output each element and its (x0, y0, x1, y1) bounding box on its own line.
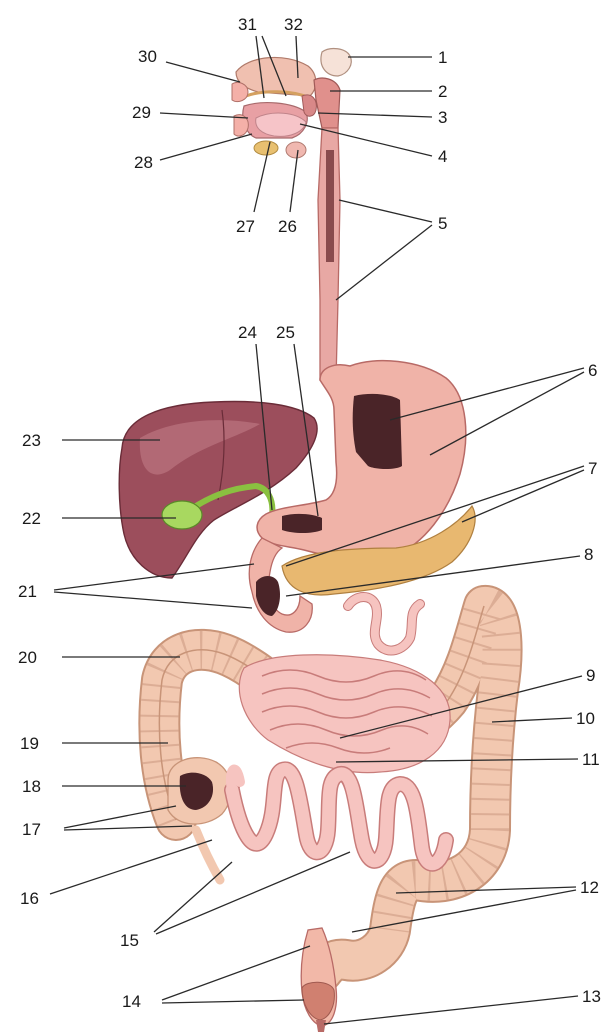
label-17: 17 (22, 820, 41, 839)
label-30: 30 (138, 47, 157, 66)
label-13: 13 (582, 987, 601, 1006)
pylorus-lumen (282, 514, 322, 533)
esophagus (318, 128, 340, 380)
appendix (196, 830, 220, 880)
label-25: 25 (276, 323, 295, 342)
leader-5a (339, 200, 432, 222)
label-1: 1 (438, 48, 447, 67)
label-15: 15 (120, 931, 139, 950)
label-14: 14 (122, 992, 141, 1011)
label-32: 32 (284, 15, 303, 34)
upper-lip (232, 82, 248, 101)
pharynx (314, 78, 340, 128)
label-4: 4 (438, 147, 447, 166)
label-5: 5 (438, 214, 447, 233)
gallbladder (162, 501, 202, 529)
label-28: 28 (134, 153, 153, 172)
leader-26 (290, 150, 298, 212)
label-16: 16 (20, 889, 39, 908)
label-11: 11 (582, 750, 600, 769)
soft-palate (302, 95, 316, 116)
label-10: 10 (576, 709, 595, 728)
leader-4 (300, 124, 432, 156)
anal-canal (316, 1020, 326, 1032)
label-26: 26 (278, 217, 297, 236)
label-23: 23 (22, 431, 41, 450)
leader-5b (336, 225, 432, 300)
small-intestine (231, 597, 450, 864)
salivary-gland-sublingual (254, 141, 278, 155)
parotid-gland (321, 49, 351, 76)
label-3: 3 (438, 108, 447, 127)
label-31: 31 (238, 15, 257, 34)
label-22: 22 (22, 509, 41, 528)
label-12: 12 (580, 878, 599, 897)
leader-15b (156, 852, 350, 934)
leader-28 (160, 134, 252, 160)
leader-30 (166, 62, 240, 82)
leader-14a (162, 946, 310, 1000)
label-18: 18 (22, 777, 41, 796)
label-8: 8 (584, 545, 593, 564)
label-29: 29 (132, 103, 151, 122)
leader-21b (54, 592, 252, 608)
leader-15a (154, 862, 232, 932)
leader-7b (462, 470, 584, 522)
label-2: 2 (438, 82, 447, 101)
label-6: 6 (588, 361, 597, 380)
label-9: 9 (586, 666, 595, 685)
label-19: 19 (20, 734, 39, 753)
leader-14b (162, 1000, 304, 1003)
label-7: 7 (588, 459, 597, 478)
label-24: 24 (238, 323, 257, 342)
label-21: 21 (18, 582, 37, 601)
leader-16 (50, 840, 212, 894)
liver (119, 402, 317, 578)
duodenojejunal-loop-fill (348, 597, 420, 651)
label-20: 20 (18, 648, 37, 667)
esophagus-lumen (326, 150, 334, 262)
label-27: 27 (236, 217, 255, 236)
leader-13 (324, 996, 578, 1024)
salivary-gland-submandibular (286, 142, 306, 158)
